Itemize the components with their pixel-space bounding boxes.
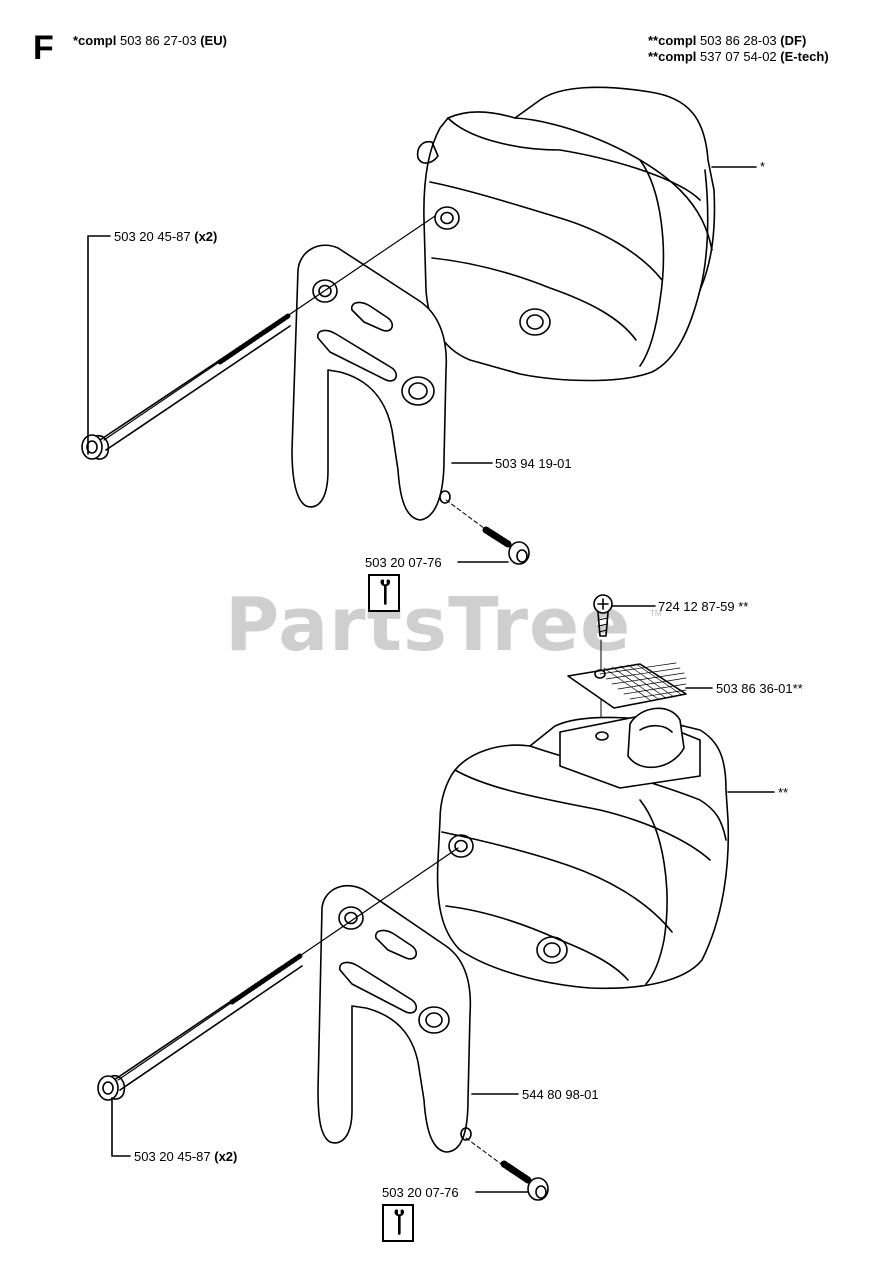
screw-bottom bbox=[465, 1137, 549, 1201]
header-right-assembly-1: **compl 503 86 28-03 (DF) bbox=[648, 33, 806, 48]
label-bracket-bottom: 544 80 98-01 bbox=[522, 1087, 599, 1102]
label-muffler-top-marker: * bbox=[760, 159, 766, 174]
label-bolt-top: 503 20 45-87 (x2) bbox=[114, 229, 217, 244]
header-right-number-1: 503 86 28-03 bbox=[700, 33, 777, 48]
header-right-variant-2: (E-tech) bbox=[780, 49, 829, 64]
screw-top bbox=[445, 499, 530, 565]
label-bolt-top-number: 503 20 45-87 bbox=[114, 229, 191, 244]
wrench-icon bbox=[368, 574, 400, 612]
leader-bolt-top bbox=[87, 235, 111, 455]
label-screw-top: 503 20 07-76 bbox=[365, 555, 442, 570]
header-right-prefix-2: **compl bbox=[648, 49, 697, 64]
bracket-top bbox=[291, 244, 451, 521]
header-left-number: 503 86 27-03 bbox=[119, 33, 197, 48]
label-bolt-top-qty: (x2) bbox=[194, 229, 218, 244]
label-cross-screw-number: 724 12 87-59 bbox=[658, 599, 735, 614]
muffler-top bbox=[416, 86, 716, 382]
label-bolt-bottom: 503 20 45-87 (x2) bbox=[134, 1149, 237, 1164]
spark-screen bbox=[567, 662, 687, 709]
watermark-tm: TM bbox=[650, 609, 662, 618]
muffler-bottom bbox=[436, 707, 730, 990]
bolt-top bbox=[81, 215, 436, 460]
label-bracket-top: 503 94 19-01 bbox=[495, 456, 572, 471]
label-bolt-bottom-qty: (x2) bbox=[214, 1149, 238, 1164]
leader-bolt-bottom bbox=[111, 1097, 131, 1157]
label-cross-screw-marker: ** bbox=[738, 599, 749, 614]
bolt-bottom bbox=[97, 847, 459, 1101]
label-bolt-bottom-number: 503 20 45-87 bbox=[134, 1149, 211, 1164]
label-muffler-bottom-marker: ** bbox=[778, 785, 789, 800]
header-left-prefix: *compl bbox=[73, 33, 117, 48]
header-left-assembly: *compl 503 86 27-03 (EU) bbox=[73, 33, 227, 48]
header-right-number-2: 537 07 54-02 bbox=[700, 49, 777, 64]
wrench-icon bbox=[382, 1204, 414, 1242]
label-cross-screw: 724 12 87-59 ** bbox=[658, 599, 748, 614]
section-letter: F bbox=[33, 29, 54, 67]
header-right-variant-1: (DF) bbox=[780, 33, 807, 48]
header-right-prefix-1: **compl bbox=[648, 33, 697, 48]
cross-screw bbox=[593, 594, 613, 637]
header-left-variant: (EU) bbox=[200, 33, 227, 48]
watermark: PartsTree bbox=[225, 582, 632, 668]
label-screen: 503 86 36-01** bbox=[716, 681, 803, 696]
label-screw-bottom: 503 20 07-76 bbox=[382, 1185, 459, 1200]
header-right-assembly-2: **compl 537 07 54-02 (E-tech) bbox=[648, 49, 829, 64]
bracket-bottom bbox=[317, 884, 472, 1153]
